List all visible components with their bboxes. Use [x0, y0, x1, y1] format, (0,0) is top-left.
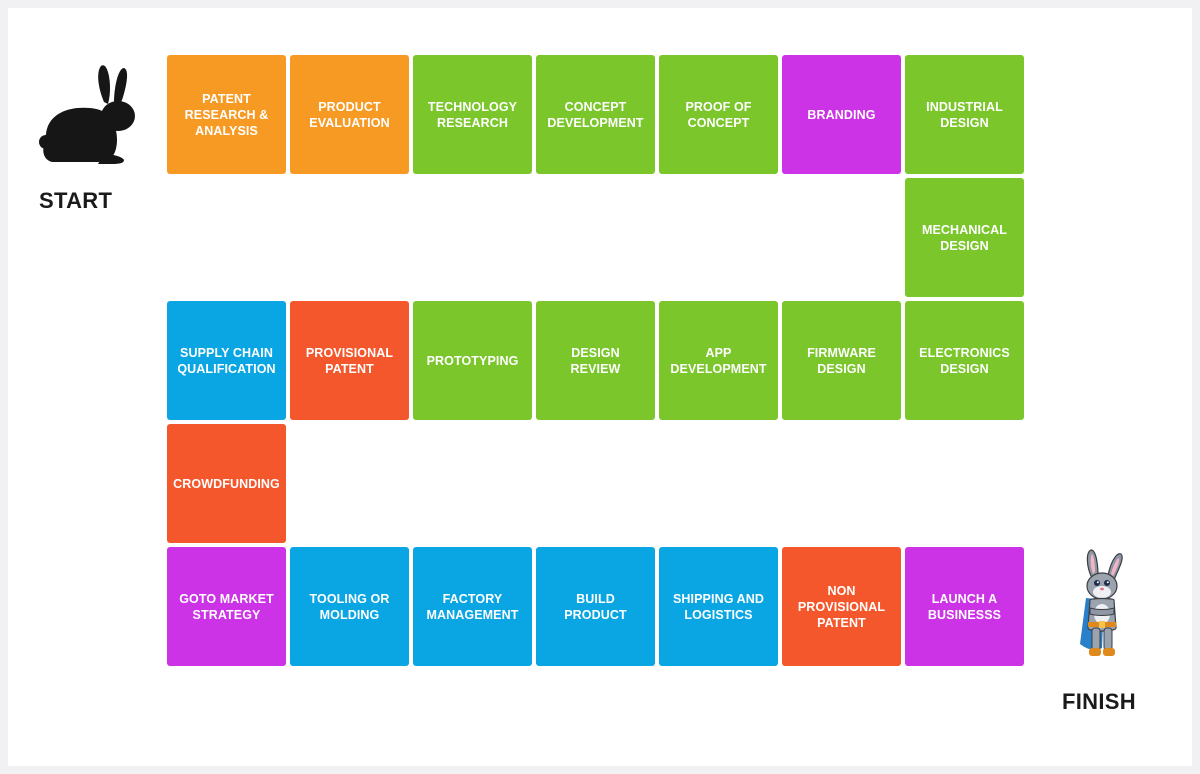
step-tile: PRODUCT EVALUATION — [290, 55, 409, 174]
finish-label: FINISH — [1062, 689, 1136, 714]
step-tile: PATENT RESEARCH & ANALYSIS — [167, 55, 286, 174]
step-tile: TECHNOLOGY RESEARCH — [413, 55, 532, 174]
step-tile: MECHANICAL DESIGN — [905, 178, 1024, 297]
step-tile: BRANDING — [782, 55, 901, 174]
step-tile: PROVISIONAL PATENT — [290, 301, 409, 420]
step-tile: DESIGN REVIEW — [536, 301, 655, 420]
start-label: START — [39, 188, 113, 213]
bunny-mascot-icon — [1080, 549, 1123, 656]
step-tile: SUPPLY CHAIN QUALIFICATION — [167, 301, 286, 420]
step-tile: TOOLING OR MOLDING — [290, 547, 409, 666]
step-tile: PROOF OF CONCEPT — [659, 55, 778, 174]
step-tile: BUILD PRODUCT — [536, 547, 655, 666]
step-tile: SHIPPING AND LOGISTICS — [659, 547, 778, 666]
step-tile: CROWDFUNDING — [167, 424, 286, 543]
step-tile: LAUNCH A BUSINESSS — [905, 547, 1024, 666]
step-tile: APP DEVELOPMENT — [659, 301, 778, 420]
step-tile: FACTORY MANAGEMENT — [413, 547, 532, 666]
step-tile: PROTOTYPING — [413, 301, 532, 420]
step-tile: NON PROVISIONAL PATENT — [782, 547, 901, 666]
step-tile: GOTO MARKET STRATEGY — [167, 547, 286, 666]
step-tile: INDUSTRIAL DESIGN — [905, 55, 1024, 174]
rabbit-silhouette-icon — [39, 65, 135, 164]
step-tile: CONCEPT DEVELOPMENT — [536, 55, 655, 174]
step-tile: ELECTRONICS DESIGN — [905, 301, 1024, 420]
step-tile: FIRMWARE DESIGN — [782, 301, 901, 420]
